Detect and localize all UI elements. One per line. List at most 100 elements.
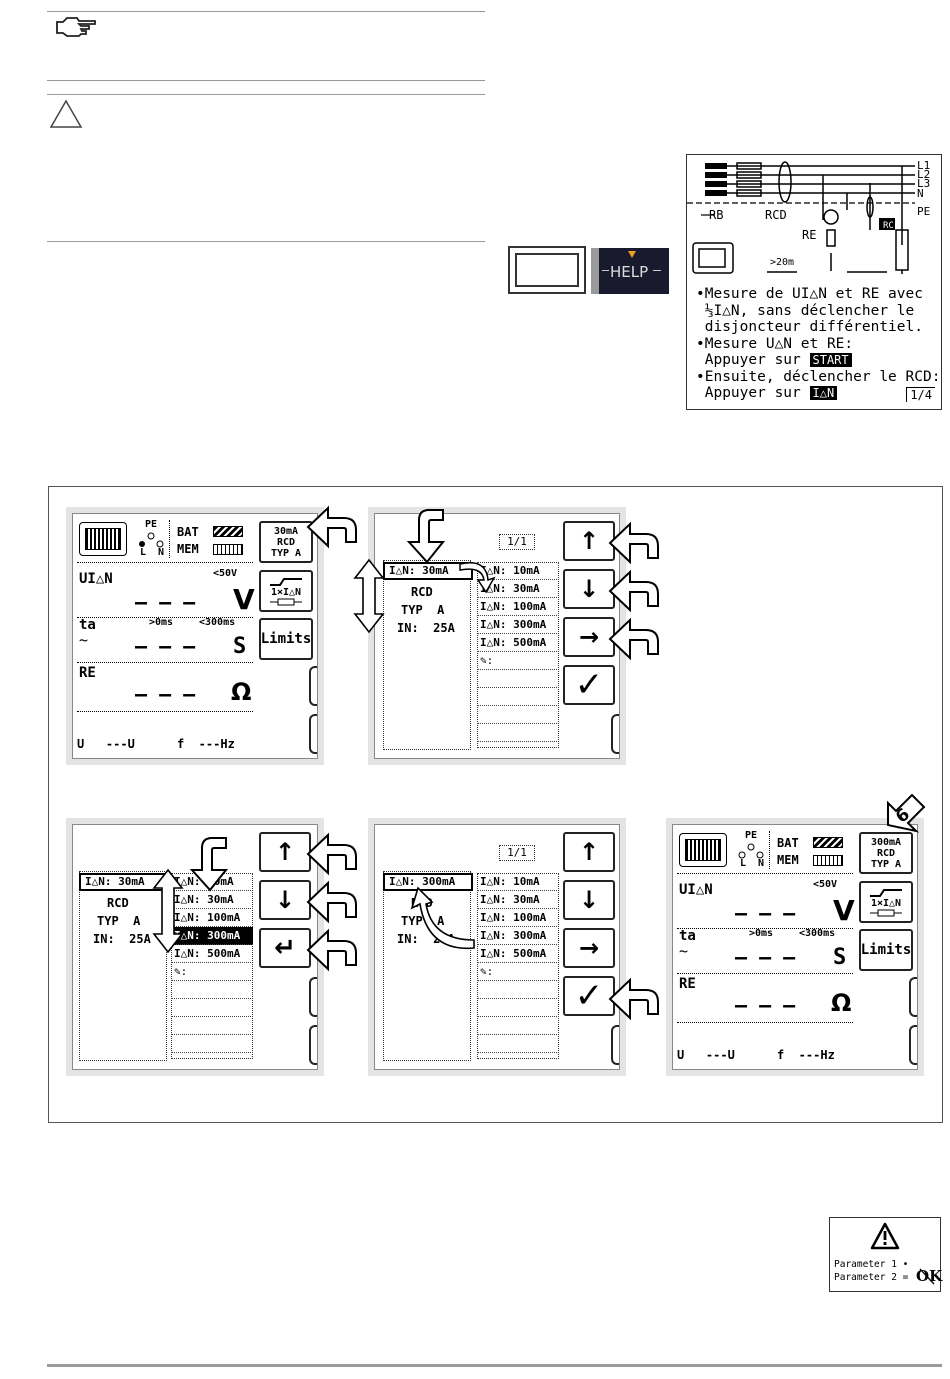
svg-text:PE: PE bbox=[917, 205, 930, 218]
option-label: I△N: 30mA bbox=[174, 893, 234, 906]
selected-current-field[interactable]: I△N: 30mA bbox=[383, 562, 473, 580]
down-arrow-button[interactable]: ↓ bbox=[563, 569, 615, 609]
option-label: I△N: 500mA bbox=[174, 947, 241, 960]
uian-value: – – – bbox=[735, 901, 796, 925]
scroll-double-arrow-icon bbox=[152, 868, 184, 954]
ohm-unit: Ω bbox=[831, 989, 852, 1017]
up-arrow-button[interactable]: ↑ bbox=[563, 832, 615, 872]
enter-icon: ↵ bbox=[274, 933, 296, 963]
parameter-line-2: Parameter 2 = bbox=[834, 1272, 915, 1283]
ta-min-label: >0ms bbox=[749, 928, 774, 939]
right-arrow-button[interactable]: → bbox=[563, 617, 615, 657]
pointer-arrow-icon bbox=[306, 880, 357, 924]
selected-current-label: I△N: 30mA bbox=[85, 875, 145, 888]
memo-field[interactable]: ✎: bbox=[477, 963, 559, 981]
rcd-type-label: RCD bbox=[411, 585, 433, 599]
rcd-type-label: RCD bbox=[107, 896, 129, 910]
screen-2-select: I△N: 30mA RCD TYP A IN: 25A 1/1 I△N: 10m… bbox=[374, 513, 620, 759]
screen-4-select: I△N: 300mA RCD TYP A IN: 25A 1/1 I△N: 10… bbox=[374, 824, 620, 1070]
softkey-bracket bbox=[611, 714, 619, 754]
option-500ma[interactable]: I△N: 500mA bbox=[477, 634, 559, 652]
second-unit: S bbox=[233, 634, 247, 659]
figure-frame bbox=[48, 486, 943, 1123]
softkey-bracket bbox=[909, 977, 917, 1017]
up-arrow-icon: ↑ bbox=[578, 527, 600, 555]
svg-text:RB: RB bbox=[709, 208, 723, 222]
option-500ma[interactable]: I△N: 500mA bbox=[171, 945, 253, 963]
softkey-bracket bbox=[611, 1025, 619, 1065]
memo-field[interactable]: ✎: bbox=[171, 963, 253, 981]
option-100ma[interactable]: I△N: 100mA bbox=[477, 909, 559, 927]
pe-label: PE bbox=[745, 830, 758, 841]
memory-icon bbox=[813, 855, 843, 866]
rcd-300ma-button[interactable]: 300mA RCD TYP A bbox=[859, 832, 913, 874]
help-line-1: •Mesure de UI△N et RE avec bbox=[696, 286, 923, 302]
rcd-button-current: 300mA bbox=[870, 836, 902, 848]
plug-icon bbox=[270, 598, 302, 605]
option-300ma[interactable]: I△N: 300mA bbox=[477, 616, 559, 634]
uian-value: – – – bbox=[135, 590, 196, 614]
in-label: IN: 25A bbox=[397, 621, 455, 635]
option-100ma[interactable]: I△N: 100mA bbox=[477, 598, 559, 616]
probe-icon bbox=[270, 577, 302, 586]
parameter-line-1: Parameter 1 • bbox=[834, 1259, 909, 1270]
ta-max-label: <300ms bbox=[799, 928, 836, 939]
option-300ma-highlighted[interactable]: I△N: 300mA bbox=[171, 927, 253, 945]
rcd-30ma-button[interactable]: 30mA RCD TYP A bbox=[259, 521, 313, 563]
voltage-readout: U ---U bbox=[677, 1048, 735, 1062]
multiplier-button[interactable]: 1×I△N bbox=[859, 881, 913, 923]
confirm-check-button[interactable]: ✓ bbox=[563, 665, 615, 705]
pointer-arrow-icon bbox=[306, 505, 357, 549]
svg-text:RC: RC bbox=[883, 221, 894, 231]
multiplier-label: 1×I△N bbox=[270, 586, 302, 598]
empty-row bbox=[477, 1017, 559, 1035]
ta-label: ta bbox=[79, 617, 96, 633]
memo-field[interactable]: ✎: bbox=[477, 652, 559, 670]
multiplier-button[interactable]: 1×I△N bbox=[259, 570, 313, 612]
empty-row bbox=[477, 670, 559, 688]
option-30ma[interactable]: I△N: 30mA bbox=[477, 891, 559, 909]
pointer-arrow-icon bbox=[608, 617, 659, 661]
right-arrow-button[interactable]: → bbox=[563, 928, 615, 968]
limits-button[interactable]: Limits bbox=[259, 618, 313, 660]
option-300ma[interactable]: I△N: 300mA bbox=[477, 927, 559, 945]
down-arrow-button[interactable]: ↓ bbox=[563, 880, 615, 920]
curved-arrow-icon bbox=[410, 886, 475, 950]
checkmark-icon: ✓ bbox=[574, 976, 604, 1016]
step-6-arrow-icon: 6 bbox=[880, 785, 932, 837]
u-limit-label: <50V bbox=[813, 879, 838, 890]
option-10ma[interactable]: I△N: 10mA bbox=[477, 873, 559, 891]
limits-label: Limits bbox=[260, 631, 312, 647]
in-label: IN: 25A bbox=[93, 932, 151, 946]
bat-label: BAT bbox=[177, 525, 199, 539]
rcd-button-type: TYP A bbox=[870, 858, 902, 870]
help-softkey-arrow-icon bbox=[628, 251, 636, 258]
limits-button[interactable]: Limits bbox=[859, 929, 913, 971]
selected-current-field[interactable]: I△N: 30mA bbox=[79, 873, 165, 891]
option-100ma[interactable]: I△N: 100mA bbox=[171, 909, 253, 927]
pointer-arrow-icon bbox=[608, 569, 659, 613]
option-500ma[interactable]: I△N: 500mA bbox=[477, 945, 559, 963]
empty-row bbox=[171, 1035, 253, 1053]
selected-current-field[interactable]: I△N: 300mA bbox=[383, 873, 473, 891]
help-softkey[interactable]: HELP bbox=[591, 248, 669, 294]
svg-text:N: N bbox=[917, 187, 924, 200]
rcd-button-type: TYP A bbox=[270, 547, 302, 559]
up-arrow-icon: ↑ bbox=[578, 838, 600, 866]
up-arrow-button[interactable]: ↑ bbox=[259, 832, 311, 872]
help-hardware-key[interactable] bbox=[508, 246, 586, 294]
empty-row bbox=[477, 706, 559, 724]
up-arrow-icon: ↑ bbox=[274, 838, 296, 866]
ta-min-label: >0ms bbox=[149, 617, 174, 628]
empty-row bbox=[477, 688, 559, 706]
voltage-readout: U ---U bbox=[77, 737, 135, 751]
option-30ma[interactable]: I△N: 30mA bbox=[171, 891, 253, 909]
ta-max-label: <300ms bbox=[199, 617, 236, 628]
option-label: I△N: 500mA bbox=[480, 636, 547, 649]
confirm-check-button[interactable]: ✓ bbox=[563, 976, 615, 1016]
up-arrow-button[interactable]: ↑ bbox=[563, 521, 615, 561]
down-arrow-button[interactable]: ↓ bbox=[259, 880, 311, 920]
limits-label: Limits bbox=[860, 942, 912, 958]
help-wiring-diagram: RC L1 L2 L3 N PE RB RCD RE >20m bbox=[687, 159, 930, 274]
enter-button[interactable]: ↵ bbox=[259, 928, 311, 968]
